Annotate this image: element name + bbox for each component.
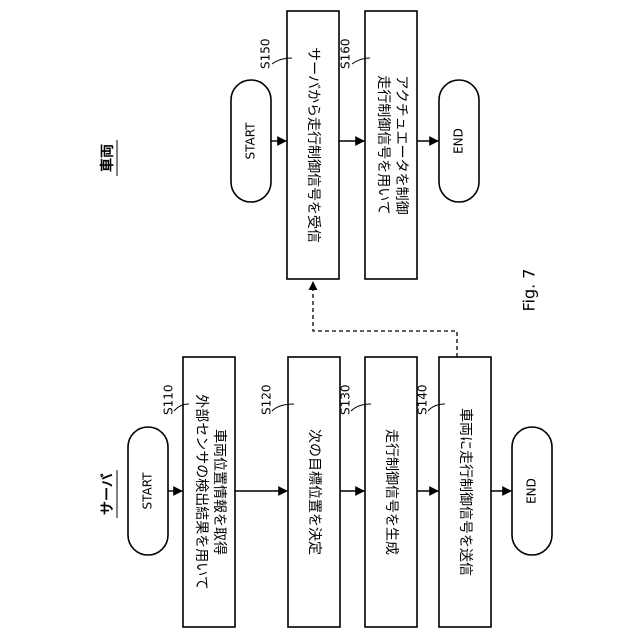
figure-label: Fig. 7 [520,269,539,312]
step-s110-label: S110 [162,384,176,415]
step-s130-label: S130 [339,384,353,415]
vehicle-lane-label: 車両 [99,144,116,172]
vehicle-start-label: START [244,122,258,160]
server-lane-label: サーバ [100,473,116,515]
step-s120-text: 次の目標位置を決定 [306,429,322,555]
step-s140-label: S140 [416,384,430,415]
step-s120-label: S120 [260,384,274,415]
vehicle-end-label: END [452,128,466,154]
step-s160-text-line2: アクチュエータを制御 [393,75,409,214]
step-s140-text: 車両に走行制御信号を送信 [457,408,474,576]
step-s110-text-line2: 車両位置情報を取得 [211,429,228,555]
step-s150-label: S150 [259,38,273,69]
step-s160-text-line1: 走行制御信号を用いて [375,75,391,215]
step-s160-label: S160 [339,38,353,69]
server-end-label: END [525,478,539,504]
server-start-label: START [141,472,155,510]
step-s110-text-line1: 外部センサの検出結果を用いて [193,394,209,590]
server-to-vehicle-dashed-link [313,282,457,357]
step-s130-text: 走行制御信号を生成 [383,429,399,555]
step-s150-text: サーバから走行制御信号を受信 [305,47,321,243]
